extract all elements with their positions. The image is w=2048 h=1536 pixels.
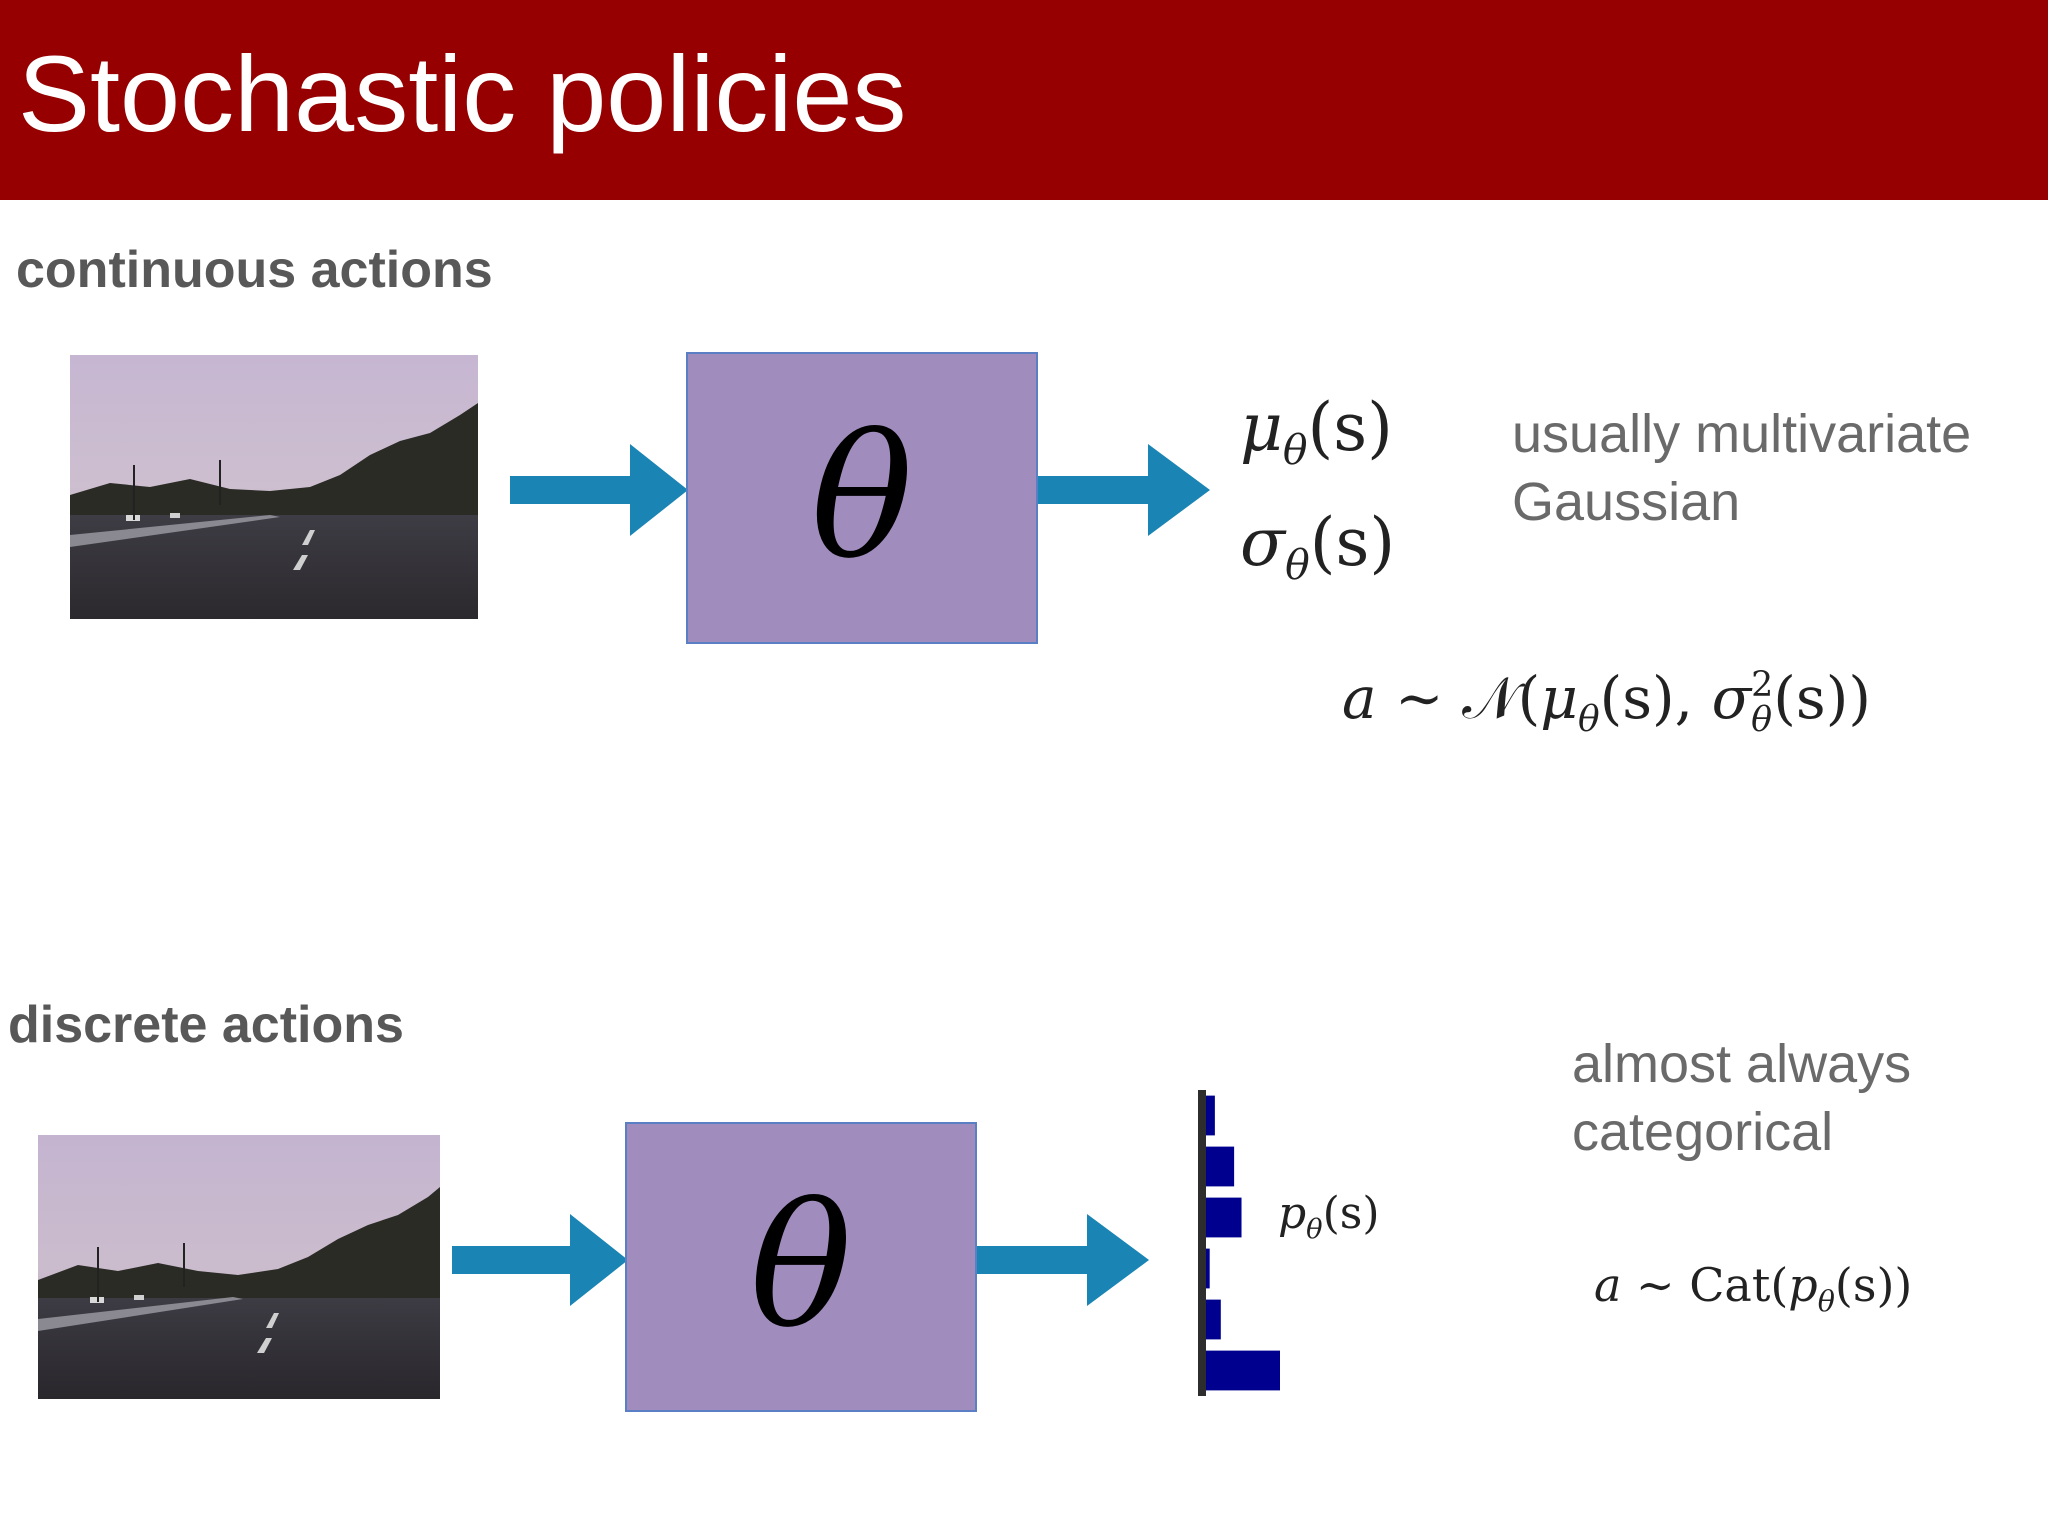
gaussian-note-line2: Gaussian [1512, 472, 1741, 532]
categorical-note: almost always categorical [1572, 1030, 1911, 1166]
formula-sigma: σ [1711, 663, 1752, 732]
discrete-actions-label: discrete actions [8, 996, 404, 1054]
slide-title: Stochastic policies [18, 33, 907, 154]
probability-bar-4 [1206, 1248, 1210, 1289]
policy-network-box-discrete: θ [625, 1122, 977, 1412]
policy-network-box-continuous: θ [686, 352, 1038, 644]
normal-symbol: 𝒩 [1462, 663, 1518, 732]
cat-symbol: Cat( [1689, 1258, 1789, 1312]
formula-p-subscript: θ [1817, 1285, 1835, 1319]
p-argument: (s) [1322, 1188, 1380, 1239]
formula-mu-subscript: θ [1578, 698, 1600, 740]
categorical-formula: a ∼ Cat(pθ(s)) [1594, 1262, 1912, 1316]
probability-bar-6 [1206, 1350, 1280, 1391]
input-arrow-continuous [510, 444, 688, 536]
categorical-distribution-bars [1198, 1090, 1280, 1396]
action-variable: a [1342, 663, 1377, 732]
action-variable: a [1594, 1258, 1622, 1312]
formula-p-argument: (s)) [1834, 1258, 1913, 1312]
theta-symbol: θ [749, 1168, 853, 1366]
probability-bar-1 [1206, 1095, 1215, 1136]
distributed-as: ∼ [1621, 1258, 1690, 1312]
formula-mu: μ [1540, 663, 1578, 732]
probability-bar-5 [1206, 1299, 1221, 1340]
std-output: σθ(s) [1240, 510, 1395, 586]
title-bar: Stochastic policies [0, 0, 2048, 200]
formula-mu-argument: (s), [1599, 663, 1712, 732]
input-arrow-discrete [452, 1214, 628, 1306]
road-image-continuous [70, 355, 478, 619]
theta-symbol: θ [810, 399, 914, 597]
p-symbol: p [1278, 1188, 1307, 1239]
mu-symbol: μ [1240, 389, 1283, 466]
mean-output: μθ(s) [1240, 395, 1393, 471]
p-subscript: θ [1306, 1213, 1323, 1245]
categorical-note-line1: almost always [1572, 1034, 1912, 1094]
probability-bar-3 [1206, 1197, 1242, 1238]
formula-sigma-superscript: 2 [1751, 665, 1774, 705]
gaussian-note: usually multivariate Gaussian [1512, 400, 1971, 536]
bar-axis [1198, 1090, 1206, 1396]
formula-sigma-argument: (s)) [1773, 663, 1871, 732]
mu-subscript: θ [1282, 426, 1308, 475]
output-arrow-continuous [1038, 444, 1210, 536]
probability-bar-2 [1206, 1146, 1235, 1187]
road-image-discrete [38, 1135, 440, 1399]
sigma-argument: (s) [1309, 504, 1396, 581]
formula-sigma-subscript: θ [1751, 699, 1773, 740]
sigma-symbol: σ [1240, 504, 1286, 581]
gaussian-note-line1: usually multivariate [1512, 404, 1972, 464]
formula-p: p [1788, 1258, 1818, 1312]
mu-argument: (s) [1307, 389, 1393, 466]
probability-output: pθ(s) [1278, 1192, 1380, 1243]
output-arrow-discrete [977, 1214, 1149, 1306]
sigma-subscript: θ [1285, 541, 1310, 590]
formula-open-paren: ( [1517, 663, 1541, 732]
continuous-actions-label: continuous actions [16, 241, 493, 299]
categorical-note-line2: categorical [1572, 1102, 1834, 1162]
distributed-as: ∼ [1376, 663, 1463, 732]
